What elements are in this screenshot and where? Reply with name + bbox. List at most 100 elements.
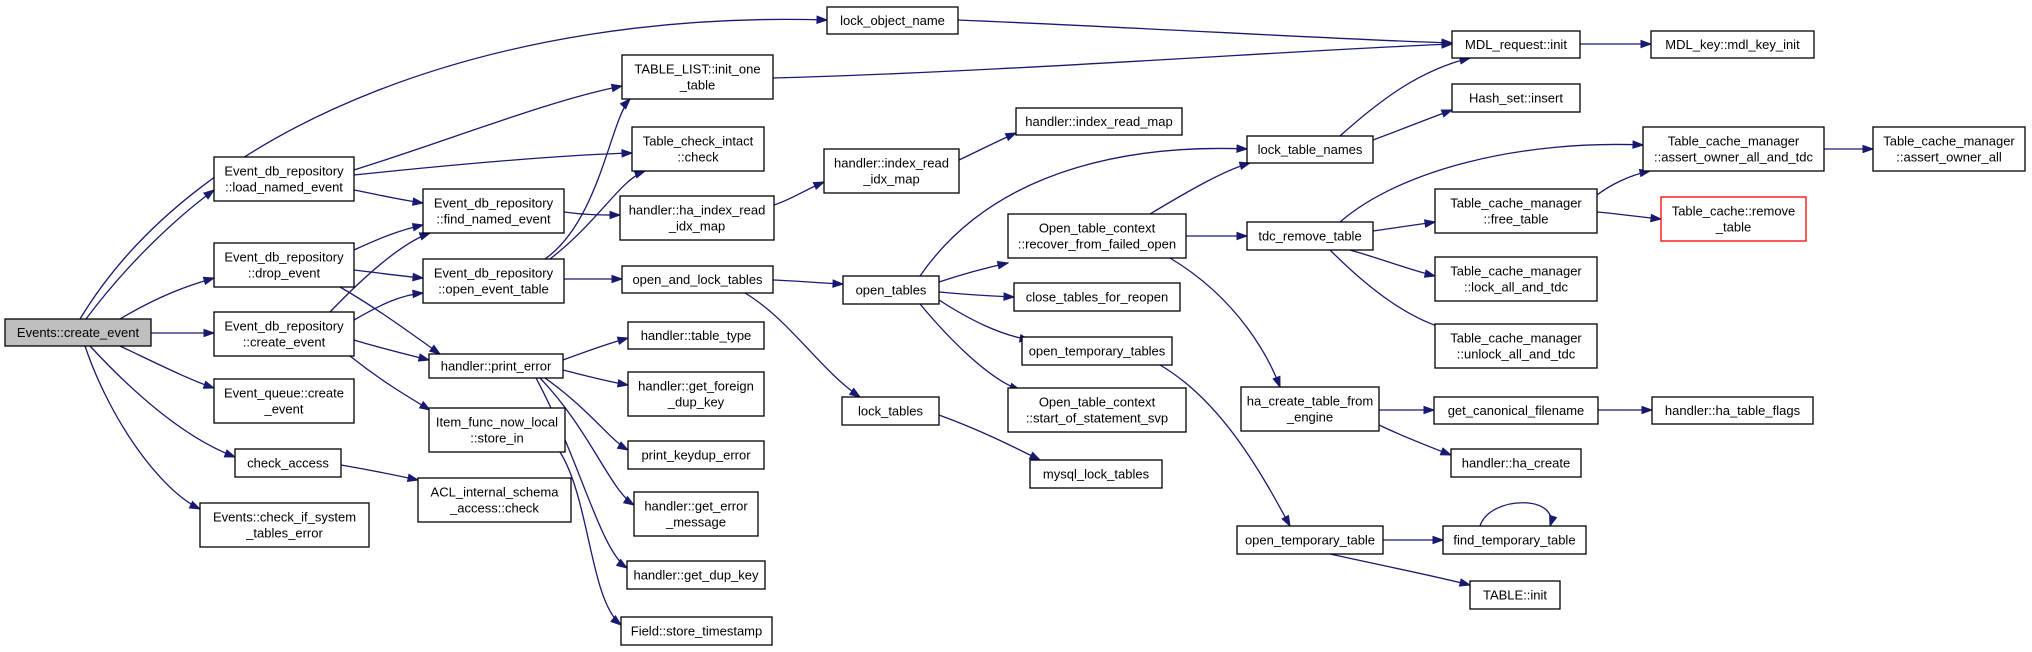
- edge-line: [79, 18, 828, 320]
- graph-node[interactable]: Table_cache_manager::assert_owner_all_an…: [1642, 126, 1825, 172]
- graph-node[interactable]: close_tables_for_reopen: [1013, 282, 1181, 312]
- graph-node[interactable]: MDL_request::init: [1451, 30, 1581, 59]
- edge-line: [353, 339, 430, 361]
- node-label: ha_create_table_from: [1247, 394, 1373, 409]
- node-label: handler::index_read_map: [1025, 114, 1172, 129]
- arrow-head-icon: [1236, 231, 1249, 241]
- graph-node[interactable]: get_canonical_filename: [1433, 396, 1599, 425]
- node-label: Table_check_intact: [643, 134, 754, 149]
- graph-node[interactable]: Event_db_repository::drop_event: [213, 242, 355, 288]
- graph-node[interactable]: TABLE::init: [1469, 580, 1561, 610]
- graph-node[interactable]: MDL_key::mdl_key_init: [1650, 30, 1815, 59]
- graph-node[interactable]: handler::ha_create: [1450, 448, 1582, 478]
- graph-node[interactable]: handler::ha_index_read_idx_map: [619, 195, 775, 241]
- edge-line: [1372, 109, 1453, 141]
- arrow-head-icon: [1004, 132, 1018, 142]
- graph-node[interactable]: Event_db_repository::create_event: [213, 311, 355, 357]
- edge-line: [353, 85, 623, 171]
- edge-n30-n34: [1149, 161, 1252, 215]
- graph-node[interactable]: Table_cache_manager::assert_owner_all: [1872, 126, 2026, 172]
- graph-node[interactable]: print_keydup_error: [627, 440, 765, 470]
- graph-node[interactable]: handler::get_dup_key: [626, 560, 766, 590]
- graph-node[interactable]: Event_db_repository::open_event_table: [422, 258, 565, 304]
- graph-node[interactable]: ACL_internal_schema_access::check: [417, 477, 572, 523]
- node-box: [4, 318, 152, 347]
- node-label: Event_db_repository: [434, 266, 554, 281]
- node-label: handler::get_error: [644, 499, 748, 514]
- graph-node[interactable]: Table_cache_manager::unlock_all_and_tdc: [1434, 323, 1598, 369]
- graph-node[interactable]: Hash_set::insert: [1451, 83, 1581, 113]
- graph-node[interactable]: Event_db_repository::find_named_event: [422, 188, 565, 234]
- graph-node[interactable]: Table_cache::remove_table: [1660, 196, 1807, 242]
- arrow-head-icon: [1238, 161, 1252, 170]
- node-label: Event_queue::create: [224, 386, 344, 401]
- graph-node[interactable]: Item_func_now_local::store_in: [428, 407, 566, 453]
- arrow-head-icon: [1458, 578, 1472, 587]
- node-label: Field::store_timestamp: [631, 624, 763, 639]
- node-label: lock_object_name: [840, 13, 945, 28]
- graph-node[interactable]: Table_check_intact::check: [631, 126, 765, 172]
- edge-n14-n15: [340, 464, 420, 482]
- node-label: TABLE_LIST::init_one: [634, 62, 760, 77]
- node-box: [627, 440, 765, 470]
- node-box: [1015, 107, 1183, 136]
- graph-node[interactable]: handler::get_error_message: [633, 491, 759, 537]
- graph-node[interactable]: handler::get_foreign_dup_key: [627, 371, 765, 417]
- graph-node[interactable]: open_temporary_table: [1236, 525, 1384, 555]
- edge-line: [353, 292, 424, 321]
- edge-n11-n26: [544, 377, 630, 451]
- edge-n20-n21: [772, 279, 845, 288]
- edge-n2-n3: [1580, 39, 1653, 49]
- graph-node[interactable]: Events::create_event: [4, 318, 152, 347]
- graph-node[interactable]: handler::index_read_map: [1015, 107, 1183, 136]
- graph-node[interactable]: handler::table_type: [627, 321, 765, 350]
- arrow-head-icon: [848, 387, 862, 398]
- arrow-head-icon: [996, 261, 1010, 270]
- graph-node[interactable]: TABLE_LIST::init_one_table: [621, 54, 774, 100]
- arrow-head-icon: [1003, 292, 1016, 301]
- graph-node[interactable]: Field::store_timestamp: [620, 616, 773, 646]
- graph-node[interactable]: ha_create_table_from_engine: [1240, 386, 1380, 432]
- edge-line: [938, 414, 1041, 461]
- graph-node[interactable]: mysql_lock_tables: [1029, 459, 1163, 489]
- edge-n22-n23: [938, 414, 1042, 461]
- graph-node[interactable]: Events::check_if_system_tables_error: [199, 502, 370, 548]
- node-label: lock_tables: [858, 404, 924, 419]
- graph-node[interactable]: check_access: [234, 448, 342, 478]
- graph-node[interactable]: Table_cache_manager::free_table: [1434, 188, 1598, 234]
- graph-node[interactable]: tdc_remove_table: [1246, 221, 1374, 251]
- node-box: [213, 378, 355, 424]
- graph-node[interactable]: Open_table_context::recover_from_failed_…: [1007, 213, 1187, 259]
- graph-node[interactable]: Event_queue::create_event: [213, 378, 355, 424]
- graph-node[interactable]: open_temporary_tables: [1021, 336, 1173, 366]
- graph-node[interactable]: handler::index_read_idx_map: [823, 148, 960, 194]
- edge-line: [353, 152, 633, 176]
- graph-node[interactable]: handler::print_error: [428, 353, 564, 379]
- graph-node[interactable]: Table_cache_manager::lock_all_and_tdc: [1434, 256, 1598, 302]
- graph-node[interactable]: open_and_lock_tables: [621, 265, 774, 294]
- graph-node[interactable]: Event_db_repository::load_named_event: [213, 156, 355, 202]
- node-label: open_tables: [856, 283, 927, 298]
- graph-node[interactable]: lock_tables: [841, 396, 940, 426]
- node-box: [417, 477, 572, 523]
- node-box: [422, 258, 565, 304]
- graph-node[interactable]: handler::ha_table_flags: [1651, 396, 1814, 425]
- graph-node[interactable]: lock_object_name: [826, 6, 959, 35]
- arrow-head-icon: [223, 449, 237, 458]
- edge-n41-n42: [1596, 211, 1663, 223]
- node-label: find_temporary_table: [1453, 533, 1575, 548]
- edge-n10-n9: [353, 289, 425, 321]
- node-label: get_canonical_filename: [1448, 403, 1585, 418]
- arrow-head-icon: [203, 328, 216, 338]
- edge-line: [544, 98, 631, 260]
- arrow-head-icon: [633, 170, 647, 179]
- arrow-head-icon: [1862, 144, 1875, 154]
- graph-node[interactable]: find_temporary_table: [1442, 525, 1587, 555]
- edge-n21-n33: [919, 303, 1022, 391]
- graph-node[interactable]: open_tables: [842, 275, 940, 305]
- graph-node[interactable]: Open_table_context::start_of_statement_s…: [1007, 387, 1187, 433]
- arrow-head-icon: [418, 232, 432, 241]
- graph-node[interactable]: lock_table_names: [1246, 135, 1374, 164]
- node-label: Table_cache_manager: [1450, 331, 1582, 346]
- arrow-head-icon: [188, 500, 202, 510]
